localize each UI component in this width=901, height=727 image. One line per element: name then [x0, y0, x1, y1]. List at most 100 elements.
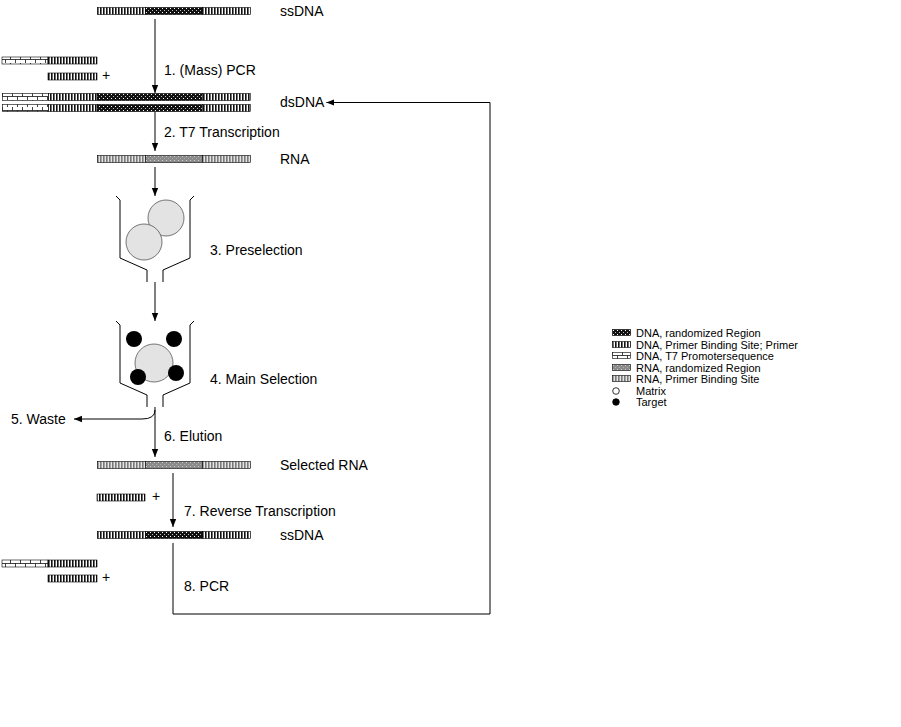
strand-segment — [97, 105, 202, 112]
legend-symbol — [613, 399, 620, 406]
node-label: dsDNA — [280, 94, 324, 110]
node-label: 4. Main Selection — [210, 371, 317, 387]
plus-sign: + — [101, 67, 111, 83]
legend-text: Target — [636, 396, 667, 408]
primer-pair — [2, 560, 97, 582]
primer — [48, 73, 97, 80]
strand-segment — [145, 462, 202, 469]
legend-symbol — [613, 330, 631, 336]
t7-promoter — [2, 560, 48, 567]
node-shape — [2, 93, 250, 112]
strand-segment — [97, 94, 202, 101]
legend-symbol — [613, 376, 631, 382]
legend-symbol — [613, 353, 631, 359]
flow-arrow — [173, 103, 490, 615]
legend-text: DNA, randomized Region — [636, 327, 761, 339]
node-label: ssDNA — [280, 527, 324, 543]
strand-segment — [202, 462, 250, 469]
primer — [48, 560, 97, 567]
legend-sample — [612, 387, 632, 395]
strand-segment — [202, 8, 250, 15]
strand-segment — [202, 156, 250, 163]
strand-segment — [145, 532, 202, 539]
rna-strand: Selected RNA — [97, 457, 370, 473]
flow-arrow — [155, 19, 156, 93]
primer — [48, 575, 97, 582]
dna-duplex: dsDNA — [2, 93, 326, 112]
step-label: 8. PCR — [183, 578, 230, 594]
strand-segment — [145, 156, 202, 163]
node-shape — [97, 7, 250, 15]
legend-entry: RNA, randomized Region — [612, 362, 761, 374]
t7-promoter — [2, 57, 48, 64]
column-outline — [116, 196, 194, 282]
step-label: 2. T7 Transcription — [163, 124, 281, 140]
legend-entry: DNA, randomized Region — [612, 327, 761, 339]
target-dot — [126, 331, 142, 347]
legend-text: DNA, Primer Binding Site; Primer — [636, 339, 798, 351]
waste-arrow — [74, 410, 155, 419]
primer-pair — [2, 57, 97, 80]
node-label: ssDNA — [280, 3, 324, 19]
legend-text: Matrix — [636, 385, 666, 397]
legend-text: DNA, T7 Promotersequence — [636, 350, 774, 362]
strand-segment — [97, 8, 145, 15]
node-shape — [97, 461, 250, 469]
target-dot — [168, 365, 184, 381]
step-label: 7. Reverse Transcription — [183, 503, 337, 519]
flow-arrow — [155, 282, 156, 321]
strand-segment — [97, 532, 145, 539]
legend-text: RNA, randomized Region — [636, 362, 761, 374]
legend-sample — [612, 375, 632, 383]
node-shape — [97, 155, 250, 163]
selection-column: 3. Preselection — [114, 196, 305, 282]
primer — [97, 494, 145, 501]
strand-segment — [202, 94, 250, 101]
legend-symbol — [613, 341, 631, 347]
selection-column: 4. Main Selection — [114, 321, 319, 407]
legend-sample — [612, 364, 632, 372]
legend-entry: Target — [612, 396, 667, 408]
flow-arrow — [173, 473, 174, 527]
step-label: 5. Waste — [10, 411, 67, 427]
strand-segment — [2, 105, 48, 112]
legend-entry: DNA, T7 Promotersequence — [612, 350, 774, 362]
legend-sample — [612, 352, 632, 360]
step-label: 1. (Mass) PCR — [163, 62, 257, 78]
node-shape — [114, 321, 196, 407]
primer — [48, 57, 97, 64]
legend-entry: Matrix — [612, 385, 666, 397]
node-label: Selected RNA — [280, 457, 368, 473]
flow-arrow — [155, 407, 156, 457]
legend-text: RNA, Primer Binding Site — [636, 373, 760, 385]
plus-sign: + — [101, 569, 111, 585]
dna-strand: ssDNA — [97, 527, 326, 543]
legend-sample — [612, 329, 632, 337]
strand-segment — [202, 532, 250, 539]
strand-segment — [2, 94, 48, 101]
target-dot — [166, 331, 182, 347]
legend-entry: RNA, Primer Binding Site — [612, 373, 760, 385]
legend-entry: DNA, Primer Binding Site; Primer — [612, 339, 798, 351]
strand-segment — [145, 8, 202, 15]
flow-arrow — [155, 167, 156, 196]
rna-strand: RNA — [97, 151, 312, 167]
node-label: 3. Preselection — [210, 242, 303, 258]
node-label: RNA — [280, 151, 310, 167]
dna-strand: ssDNA — [97, 3, 326, 19]
legend-sample — [612, 341, 632, 349]
column-outline — [116, 321, 194, 407]
node-shape — [114, 196, 196, 282]
flow-arrow — [155, 112, 156, 151]
strand-segment — [202, 105, 250, 112]
matrix-bead — [126, 224, 162, 260]
strand-segment — [97, 462, 145, 469]
node-shape — [97, 531, 250, 539]
strand-segment — [48, 94, 97, 101]
legend-symbol — [613, 364, 631, 370]
legend-symbol — [613, 387, 620, 394]
strand-segment — [48, 105, 97, 112]
target-dot — [130, 369, 146, 385]
step-label: 6. Elution — [163, 428, 223, 444]
strand-segment — [97, 156, 145, 163]
